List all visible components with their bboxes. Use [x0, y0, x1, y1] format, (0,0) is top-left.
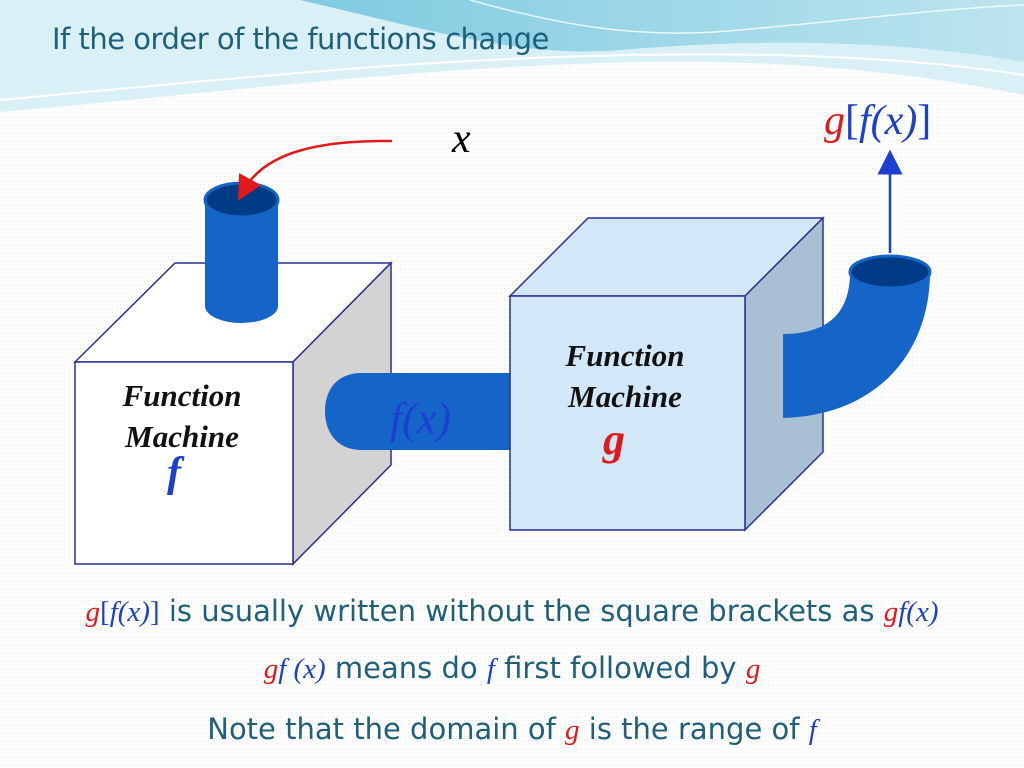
note-line-1: g[f(x)] is usually written without the s… [85, 594, 939, 628]
note-line-3: Note that the domain of g is the range o… [207, 712, 817, 746]
header-wave [300, 0, 1024, 62]
machine-f-label-line1: Function [122, 378, 242, 413]
machine-g-cube [508, 216, 825, 532]
pipe-label: f(x) [390, 394, 451, 443]
note-line-2: gf (x) means do f first followed by g [263, 651, 761, 685]
output-label: g[f(x)] [824, 98, 931, 144]
machine-g-label-line1: Function [565, 338, 685, 373]
input-pipe [203, 181, 280, 323]
machine-f-name: f [167, 450, 185, 496]
input-arrow [237, 139, 393, 201]
header-wave-line-2 [469, 0, 1024, 34]
input-label: x [451, 116, 471, 162]
machine-g-name: g [602, 415, 625, 464]
machine-f-label-line2: Machine [124, 419, 239, 454]
output-pipe [783, 254, 932, 418]
machine-g-label-line2: Machine [567, 379, 682, 414]
connecting-pipe [325, 373, 515, 450]
slide-title: If the order of the functions change [52, 22, 549, 56]
header-wave-line [0, 53, 1024, 101]
